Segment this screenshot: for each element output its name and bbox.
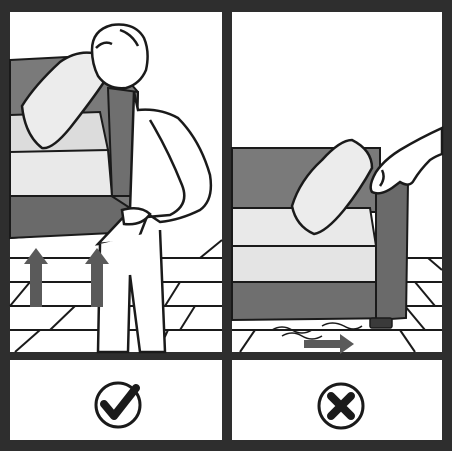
drag-arrow: [304, 334, 354, 354]
panel-correct: [10, 25, 222, 427]
checkmark-icon: [96, 383, 140, 427]
panel-incorrect: [232, 128, 442, 428]
hand-pulling: [371, 128, 442, 193]
lift-arrow-left: [24, 248, 48, 307]
cross-icon: [319, 384, 363, 428]
